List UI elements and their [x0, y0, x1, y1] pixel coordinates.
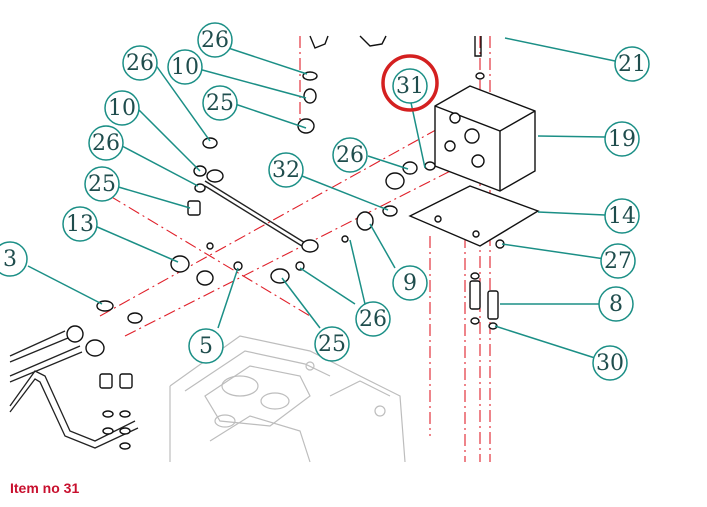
- callout-c-25-a: 25: [202, 85, 238, 121]
- callout-label: 25: [318, 332, 346, 357]
- callout-c-26-a: 26: [122, 45, 158, 81]
- callout-label: 25: [88, 172, 116, 197]
- callout-label: 26: [359, 307, 387, 332]
- callout-circle: [202, 85, 238, 121]
- callout-circle: [268, 152, 304, 188]
- callout-c-26-d: 26: [355, 301, 391, 337]
- brake-tube: [204, 180, 311, 252]
- callout-label: 13: [66, 212, 94, 237]
- callout-circle: [614, 46, 650, 82]
- callout-circle: [314, 326, 350, 362]
- callout-c-9: 9: [392, 265, 428, 301]
- item-caption: Item no 31: [10, 480, 80, 496]
- callout-label: 3: [3, 247, 17, 272]
- callout-label: 21: [618, 52, 646, 77]
- callout-circle: [392, 68, 428, 104]
- callout-circle: [188, 328, 224, 364]
- callout-circle: [62, 206, 98, 242]
- callout-circle: [0, 241, 28, 277]
- callout-circle: [355, 301, 391, 337]
- callout-c-25-b: 25: [84, 166, 120, 202]
- callout-circle: [592, 345, 628, 381]
- callout-circle: [332, 137, 368, 173]
- callout-c-5: 5: [188, 328, 224, 364]
- callout-circle: [600, 243, 636, 279]
- callout-c-32: 32: [268, 152, 304, 188]
- callout-c-14: 14: [604, 198, 640, 234]
- callout-label: 31: [396, 74, 424, 99]
- callout-label: 9: [403, 271, 417, 296]
- fittings: [66, 71, 540, 450]
- leader-lines: [27, 37, 616, 359]
- callout-circle: [167, 49, 203, 85]
- callout-c-19: 19: [604, 121, 640, 157]
- hydraulic-pipes: [9, 330, 139, 449]
- callout-label: 26: [92, 131, 120, 156]
- callout-circle: [604, 198, 640, 234]
- callout-circle: [392, 265, 428, 301]
- callout-label: 26: [336, 143, 364, 168]
- callout-circle: [84, 166, 120, 202]
- callout-c-10-b: 10: [104, 90, 140, 126]
- callout-label: 25: [206, 91, 234, 116]
- callout-label: 14: [608, 204, 636, 229]
- callout-label: 10: [171, 55, 199, 80]
- callout-label: 32: [272, 158, 300, 183]
- callout-label: 30: [596, 351, 624, 376]
- callout-label: 27: [604, 249, 632, 274]
- callout-label: 26: [126, 51, 154, 76]
- callout-c-26-b: 26: [88, 125, 124, 161]
- top-fittings: [309, 35, 482, 57]
- callout-c-21: 21: [614, 46, 650, 82]
- callout-c-27: 27: [600, 243, 636, 279]
- callout-label: 26: [201, 28, 229, 53]
- callout-circle: [104, 90, 140, 126]
- callout-c-30: 30: [592, 345, 628, 381]
- callout-c-26-c: 26: [332, 137, 368, 173]
- callout-circle: [197, 22, 233, 58]
- callout-circle: [88, 125, 124, 161]
- callout-circle: [598, 286, 634, 322]
- callout-label: 5: [199, 334, 213, 359]
- callout-c-10-a: 10: [167, 49, 203, 85]
- callout-label: 8: [609, 292, 623, 317]
- callout-c-8: 8: [598, 286, 634, 322]
- callout-c-26-top: 26: [197, 22, 233, 58]
- callout-c-3: 3: [0, 241, 28, 277]
- callout-circle: [122, 45, 158, 81]
- callout-c-13: 13: [62, 206, 98, 242]
- callout-c-25-c: 25: [314, 326, 350, 362]
- callout-c-31: 31: [392, 68, 428, 104]
- highlight-ring: [381, 54, 439, 112]
- callout-circle: [604, 121, 640, 157]
- callout-label: 10: [108, 96, 136, 121]
- callout-label: 19: [608, 127, 636, 152]
